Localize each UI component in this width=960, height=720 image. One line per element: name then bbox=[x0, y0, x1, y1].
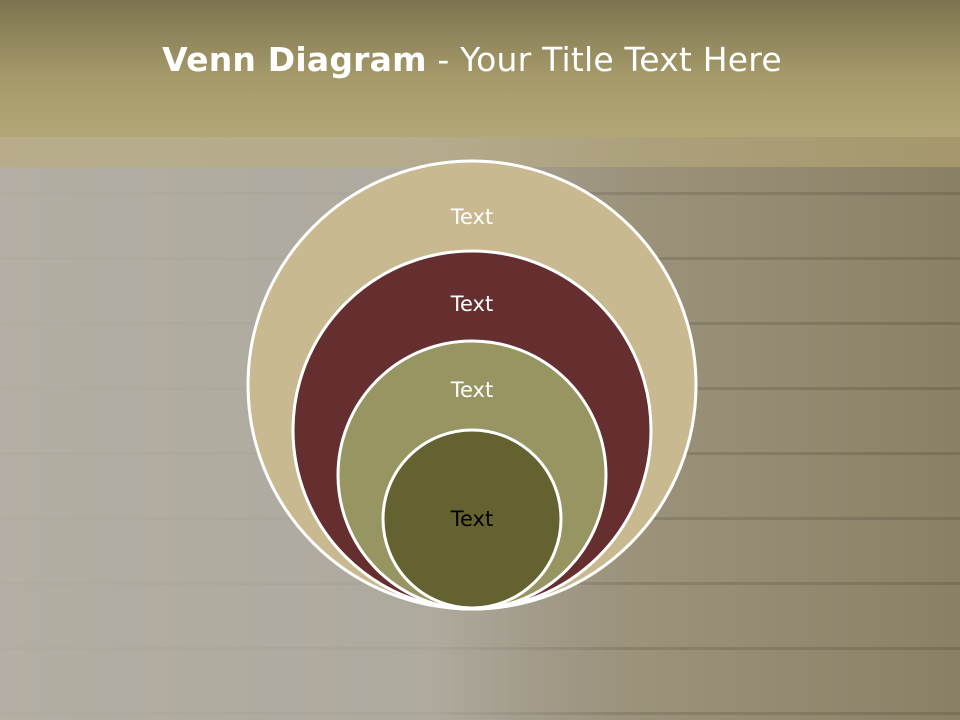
slide-title-bold: Venn Diagram bbox=[162, 40, 427, 79]
circle-third-label: Text bbox=[450, 378, 493, 402]
slide-title[interactable]: Venn Diagram - Your Title Text Here bbox=[0, 40, 944, 79]
title-bar bbox=[0, 0, 960, 137]
slide-title-rest: - Your Title Text Here bbox=[426, 40, 782, 79]
circle-inner[interactable] bbox=[381, 428, 563, 610]
circle-second-label: Text bbox=[450, 292, 493, 316]
circle-outer-label: Text bbox=[450, 205, 493, 229]
circle-inner-label: Text bbox=[450, 507, 493, 531]
